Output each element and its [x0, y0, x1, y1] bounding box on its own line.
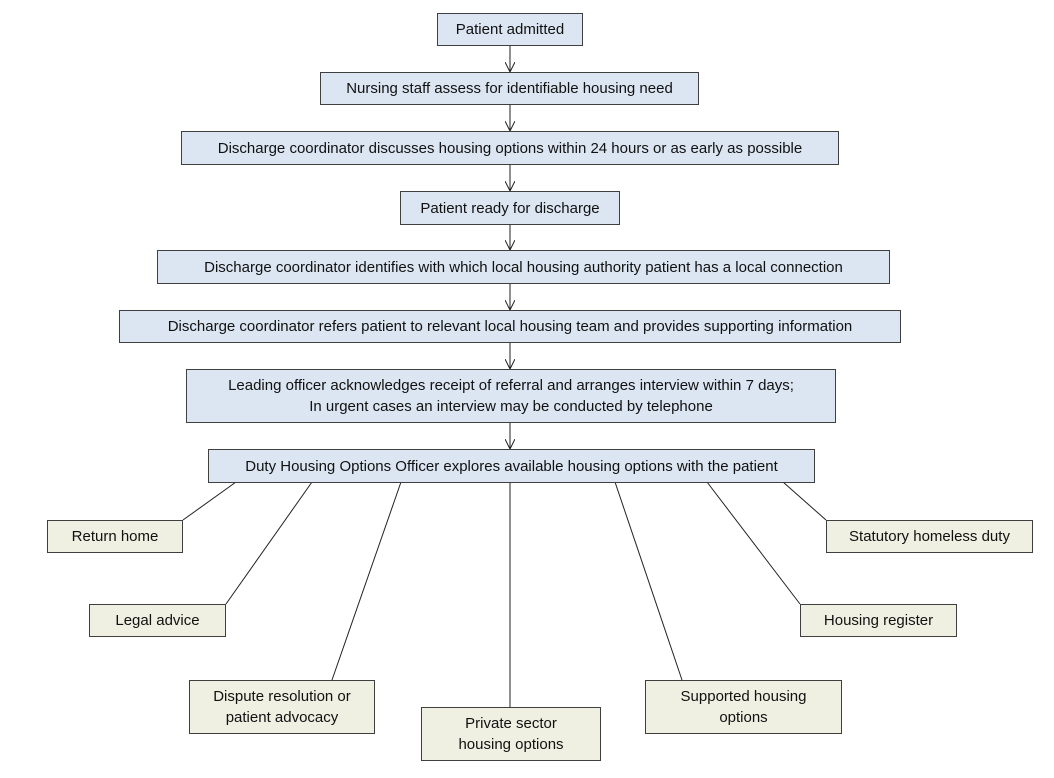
branch-line-return-home: [182, 481, 237, 521]
option-label-line-1: Supported housing: [680, 688, 807, 705]
branch-line-statutory-homeless: [782, 481, 827, 521]
option-label-line-2: patient advocacy: [225, 709, 339, 726]
option-label: Return home: [71, 528, 159, 545]
option-label: Statutory homeless duty: [849, 528, 1010, 545]
step-explore-housing-options: Duty Housing Options Officer explores av…: [208, 449, 815, 483]
step-acknowledge-referral: Leading officer acknowledges receipt of …: [186, 369, 836, 423]
step-patient-admitted: Patient admitted: [437, 13, 583, 46]
option-label: Legal advice: [115, 612, 200, 629]
option-supported-housing: Supported housing options: [645, 680, 842, 734]
step-label: Discharge coordinator discusses housing …: [217, 139, 803, 157]
branch-line-legal-advice: [225, 481, 313, 605]
branch-line-housing-register: [706, 481, 801, 605]
option-label-line-2: options: [719, 709, 768, 726]
branch-line-dispute-resolution: [331, 481, 402, 681]
step-label: Discharge coordinator refers patient to …: [167, 318, 853, 335]
option-housing-register: Housing register: [800, 604, 957, 637]
option-label-line-2: housing options: [458, 736, 564, 753]
step-label: Patient ready for discharge: [420, 199, 600, 217]
step-label-line-2: In urgent cases an interview may be cond…: [309, 398, 713, 415]
option-statutory-homeless-duty: Statutory homeless duty: [826, 520, 1033, 553]
option-label: Housing register: [823, 612, 934, 629]
option-legal-advice: Legal advice: [89, 604, 226, 637]
step-identify-local-authority: Discharge coordinator identifies with wh…: [157, 250, 890, 284]
option-private-sector: Private sector housing options: [421, 707, 601, 761]
option-dispute-resolution: Dispute resolution or patient advocacy: [189, 680, 375, 734]
option-label-line-1: Private sector: [465, 715, 557, 732]
step-label: Patient admitted: [455, 21, 565, 38]
step-discuss-housing-options: Discharge coordinator discusses housing …: [181, 131, 839, 165]
branch-line-supported-housing: [614, 481, 683, 681]
step-refer-to-housing-team: Discharge coordinator refers patient to …: [119, 310, 901, 343]
step-label: Discharge coordinator identifies with wh…: [204, 258, 843, 276]
step-nursing-assessment: Nursing staff assess for identifiable ho…: [320, 72, 699, 105]
step-label: Duty Housing Options Officer explores av…: [245, 457, 778, 475]
step-label-line-1: Leading officer acknowledges receipt of …: [228, 377, 794, 394]
step-ready-for-discharge: Patient ready for discharge: [400, 191, 620, 225]
option-return-home: Return home: [47, 520, 183, 553]
option-label-line-1: Dispute resolution or: [213, 688, 351, 705]
step-label: Nursing staff assess for identifiable ho…: [346, 80, 673, 97]
